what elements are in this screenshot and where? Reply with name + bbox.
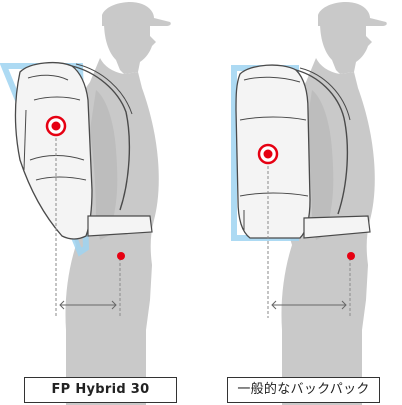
dot-marker-icon [117, 252, 125, 260]
double-arrow-icon [59, 300, 117, 310]
right-figure [231, 2, 387, 405]
caption-typical-backpack: 一般的なバックパック [227, 377, 380, 403]
left-figure [0, 2, 171, 405]
caption-fp-hybrid-30: FP Hybrid 30 [24, 377, 177, 403]
double-arrow-icon [271, 300, 347, 310]
dot-marker-icon [347, 252, 355, 260]
target-marker-icon [257, 143, 279, 165]
target-marker-icon [45, 115, 67, 137]
left-backpack [14, 61, 153, 240]
